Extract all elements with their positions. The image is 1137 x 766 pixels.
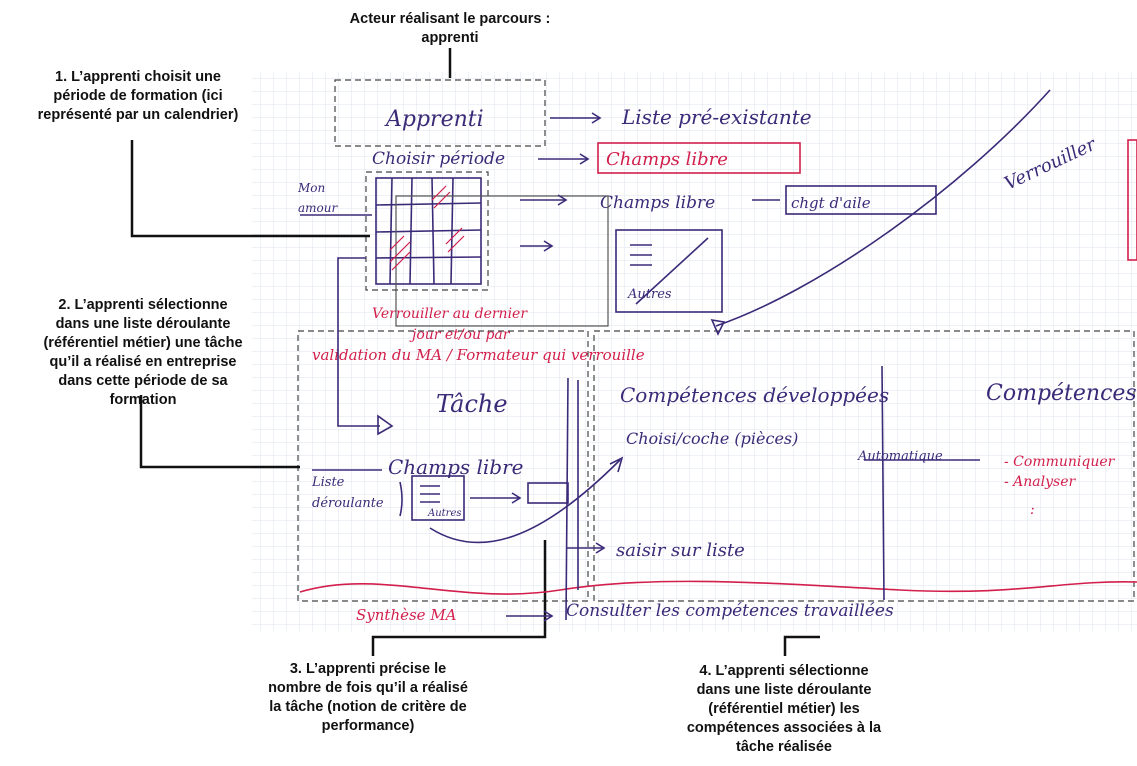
hw-consulter: Consulter les compétences travaillées	[566, 601, 894, 621]
hw-competences-developpees: Compétences développées	[620, 383, 889, 407]
hw-competences: Compétences	[986, 381, 1137, 406]
hw-automatique: Automatique	[857, 449, 943, 464]
hw-choisi-coche: Choisi/coche (pièces)	[626, 429, 798, 448]
hw-apprenti: Apprenti	[384, 107, 484, 132]
hw-deroulante: déroulante	[312, 496, 384, 511]
hw-chgt-d-aile: chgt d'aile	[791, 194, 871, 212]
hw-saisir-sur-liste: saisir sur liste	[616, 540, 745, 561]
hw-amour: amour	[298, 201, 338, 215]
hw-verrouille-line2: jour et/ou par	[409, 327, 511, 343]
hw-communiquer: - Communiquer	[1004, 454, 1116, 470]
hw-synthese-ma: Synthèse MA	[356, 606, 457, 624]
annotation-step1: 1. L’apprenti choisit une période de for…	[18, 68, 258, 125]
annotation-step4: 4. L’apprenti sélectionne dans une liste…	[658, 662, 910, 757]
annotation-actor: Acteur réalisant le parcours : apprenti	[290, 10, 610, 48]
hw-champs-libre-2: Champs libre	[600, 193, 715, 213]
annotation-step3: 3. L’apprenti précise le nombre de fois …	[238, 660, 498, 736]
hw-tache: Tâche	[436, 390, 508, 418]
hw-dots: :	[1030, 502, 1035, 518]
hw-liste: Liste	[311, 475, 345, 490]
hw-analyser: - Analyser	[1004, 474, 1077, 490]
hw-champs-libre-box: Champs libre	[606, 149, 728, 170]
annotation-step2: 2. L’apprenti sélectionne dans une liste…	[12, 296, 274, 410]
hw-choisir-periode: Choisir période	[372, 149, 505, 169]
hw-validation: validation du MA / Formateur qui verroui…	[312, 346, 645, 364]
hw-mon: Mon	[297, 181, 325, 195]
hw-liste-pre-existante: Liste pré-existante	[621, 105, 812, 129]
hw-autres-2: Autres	[427, 508, 462, 519]
hw-autres-1: Autres	[627, 287, 672, 302]
